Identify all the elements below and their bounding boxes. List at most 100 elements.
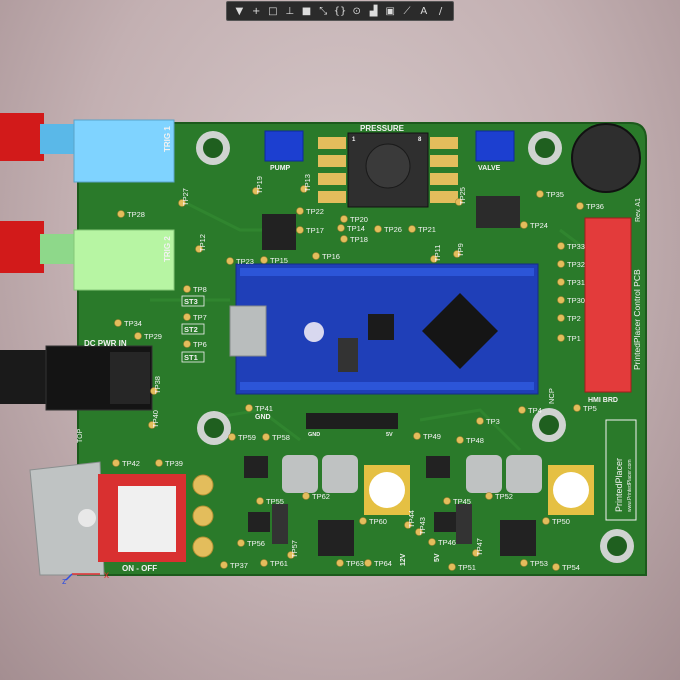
test-point-pad[interactable] — [428, 538, 436, 546]
dimension-icon[interactable]: ⟋ — [403, 5, 411, 17]
test-point-label: TP17 — [306, 226, 324, 235]
header-gnd-label: GND — [308, 432, 320, 438]
test-point-pad[interactable] — [302, 492, 310, 500]
test-point-pad[interactable] — [453, 250, 461, 258]
test-point-pad[interactable] — [557, 260, 565, 268]
test-point-pad[interactable] — [112, 459, 120, 467]
test-point-pad[interactable] — [557, 242, 565, 250]
test-point-pad[interactable] — [178, 199, 186, 207]
test-point-pad[interactable] — [220, 561, 228, 569]
rectangle-select-icon[interactable]: □ — [268, 5, 278, 17]
test-point-label: TP9 — [456, 243, 465, 257]
test-point-pad[interactable] — [448, 563, 456, 571]
test-point-pad[interactable] — [226, 257, 234, 265]
test-point-pad[interactable] — [576, 202, 584, 210]
test-point-pad[interactable] — [245, 404, 253, 412]
test-point-label: TP5 — [583, 404, 597, 413]
test-point-pad[interactable] — [557, 314, 565, 322]
test-point-pad[interactable] — [374, 225, 382, 233]
test-point-pad[interactable] — [430, 255, 438, 263]
test-point-pad[interactable] — [456, 436, 464, 444]
test-point-label: TP6 — [193, 340, 207, 349]
valve-connector[interactable] — [475, 130, 515, 162]
test-point-pad[interactable] — [228, 433, 236, 441]
test-point-pad[interactable] — [443, 497, 451, 505]
test-point-pad[interactable] — [536, 190, 544, 198]
test-point-pad[interactable] — [557, 334, 565, 342]
component-icon[interactable]: ⊥ — [285, 5, 295, 17]
test-point-pad[interactable] — [296, 207, 304, 215]
test-point-pad[interactable] — [518, 406, 526, 414]
filter-icon[interactable]: ▼ — [235, 5, 244, 17]
gnd-5v-header[interactable] — [306, 413, 398, 429]
route-icon[interactable]: ⤡ — [319, 5, 328, 17]
test-point-pad[interactable] — [337, 224, 345, 232]
test-point-label: TP43 — [418, 517, 427, 535]
test-point-pad[interactable] — [183, 285, 191, 293]
line-icon[interactable]: / — [438, 5, 443, 17]
trig2-jack[interactable] — [0, 221, 175, 291]
trig1-jack[interactable] — [0, 113, 175, 183]
via-icon[interactable]: ⊙ — [352, 5, 361, 17]
arduino-nano-module[interactable] — [229, 263, 539, 395]
test-point-pad[interactable] — [520, 221, 528, 229]
region-icon[interactable]: ▣ — [385, 5, 395, 17]
test-point-pad[interactable] — [195, 245, 203, 253]
test-point-pad[interactable] — [237, 539, 245, 547]
test-point-pad[interactable] — [340, 215, 348, 223]
test-point-pad[interactable] — [552, 563, 560, 571]
test-point-pad[interactable] — [252, 187, 260, 195]
mounting-holes — [196, 131, 634, 563]
test-point-pad[interactable] — [260, 256, 268, 264]
test-point-pad[interactable] — [155, 459, 163, 467]
test-point-label: TP28 — [127, 210, 145, 219]
test-point-pad[interactable] — [183, 313, 191, 321]
test-point-pad[interactable] — [296, 226, 304, 234]
test-point-pad[interactable] — [287, 551, 295, 559]
test-point-pad[interactable] — [472, 549, 480, 557]
test-point-pad[interactable] — [134, 332, 142, 340]
test-point-pad[interactable] — [300, 185, 308, 193]
test-point-pad[interactable] — [336, 559, 344, 567]
test-point-pad[interactable] — [256, 497, 264, 505]
bar-chart-icon[interactable]: ▟ — [369, 5, 378, 17]
test-point-pad[interactable] — [408, 225, 416, 233]
pump-connector[interactable] — [264, 130, 304, 162]
test-point-pad[interactable] — [114, 319, 122, 327]
crosshair-icon[interactable]: + — [251, 5, 261, 17]
pad-icon[interactable]: ■ — [301, 5, 312, 17]
pressure-sensor[interactable] — [318, 132, 458, 208]
power-rocker-switch[interactable] — [29, 461, 186, 576]
test-point-pad[interactable] — [485, 492, 493, 500]
test-point-pad[interactable] — [557, 278, 565, 286]
test-point-pad[interactable] — [260, 559, 268, 567]
test-point-pad[interactable] — [150, 387, 158, 395]
text-icon[interactable]: A — [420, 5, 428, 17]
test-point-pad[interactable] — [404, 521, 412, 529]
st1-label: ST1 — [184, 353, 198, 362]
test-point-pad[interactable] — [557, 296, 565, 304]
test-point-label: TP62 — [312, 492, 330, 501]
hmi-board-header[interactable] — [584, 217, 632, 393]
test-point-pad[interactable] — [148, 421, 156, 429]
test-point-pad[interactable] — [415, 528, 423, 536]
bus-icon[interactable]: {} — [333, 5, 347, 17]
test-point-pad[interactable] — [262, 433, 270, 441]
test-point-pad[interactable] — [359, 517, 367, 525]
test-point-pad[interactable] — [573, 404, 581, 412]
dc-power-jack[interactable] — [0, 345, 153, 411]
test-point-pad[interactable] — [183, 340, 191, 348]
test-point-pad[interactable] — [340, 235, 348, 243]
test-point-pad[interactable] — [476, 417, 484, 425]
test-point-pad[interactable] — [117, 210, 125, 218]
buzzer[interactable] — [571, 123, 641, 193]
test-point-pad[interactable] — [542, 517, 550, 525]
test-point-pad[interactable] — [455, 198, 463, 206]
test-point-pad[interactable] — [520, 559, 528, 567]
12v-label: 12V — [400, 553, 407, 566]
test-point-pad[interactable] — [364, 559, 372, 567]
test-point-pad[interactable] — [312, 252, 320, 260]
test-point-label: TP51 — [458, 563, 476, 572]
test-point-pad[interactable] — [413, 432, 421, 440]
